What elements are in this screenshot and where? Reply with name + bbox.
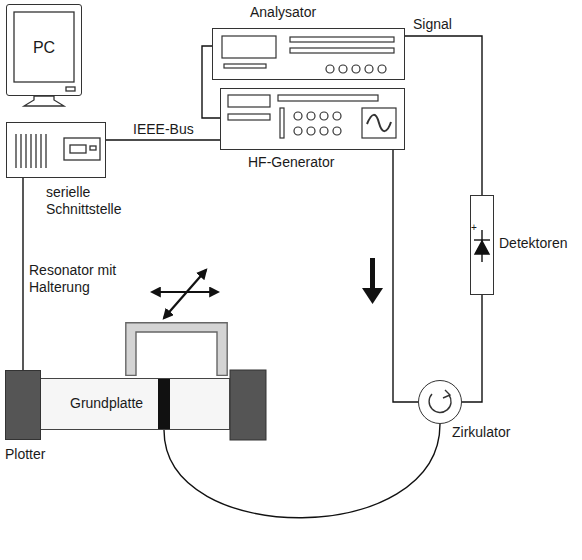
monitor: PC [6, 4, 82, 96]
wire [405, 36, 482, 195]
label-text: Zirkulator [452, 424, 536, 441]
outline [418, 380, 462, 424]
direction-arrow [362, 258, 383, 304]
polarity-mark: + [471, 222, 477, 234]
circulator: Zirkulator [418, 380, 462, 424]
label-text: HF-Generator [248, 154, 378, 171]
label-text: Resonator mit Halterung [29, 262, 123, 296]
outline [212, 28, 405, 80]
resonator: Resonator mit Halterung [125, 322, 228, 376]
analyzer-device: Analysator [212, 28, 405, 80]
wire-label: Signal [411, 16, 454, 33]
detector-box: Detektoren [470, 195, 494, 295]
wire [202, 46, 220, 118]
plotter-block [230, 370, 266, 440]
circulator-arrow [429, 390, 451, 412]
analyzer-detail [222, 36, 394, 73]
label-text: Plotter [5, 446, 85, 463]
move-arrows [152, 270, 218, 318]
base-plate: Grundplatte [40, 378, 230, 430]
outline [6, 122, 106, 178]
computer-detail [16, 134, 100, 168]
computer-unit: serielle Schnittstelle [6, 122, 106, 178]
coax-cable [164, 424, 440, 518]
label-text: Detektoren [499, 235, 582, 252]
outline [125, 322, 228, 376]
coupler [158, 378, 170, 430]
plotter-block: Plotter [5, 370, 41, 440]
outline [5, 370, 41, 440]
wire [393, 150, 418, 402]
label-text: Grundplatte [70, 395, 180, 412]
wire [106, 139, 220, 140]
generator-detail [228, 95, 396, 138]
label-text: serielle Schnittstelle [46, 184, 141, 218]
wire [22, 178, 23, 370]
monitor-detail [14, 12, 75, 106]
resonator-shape [125, 322, 228, 376]
outline [470, 195, 494, 295]
outline [220, 88, 405, 150]
wire-label: IEEE-Bus [131, 121, 196, 138]
hf-generator: HF-Generator [220, 88, 405, 150]
label-text: PC [14, 38, 74, 57]
base-plate-fill [40, 378, 230, 430]
diode-symbol [474, 230, 490, 262]
label-text: Analysator [250, 4, 370, 21]
wire [462, 295, 482, 402]
